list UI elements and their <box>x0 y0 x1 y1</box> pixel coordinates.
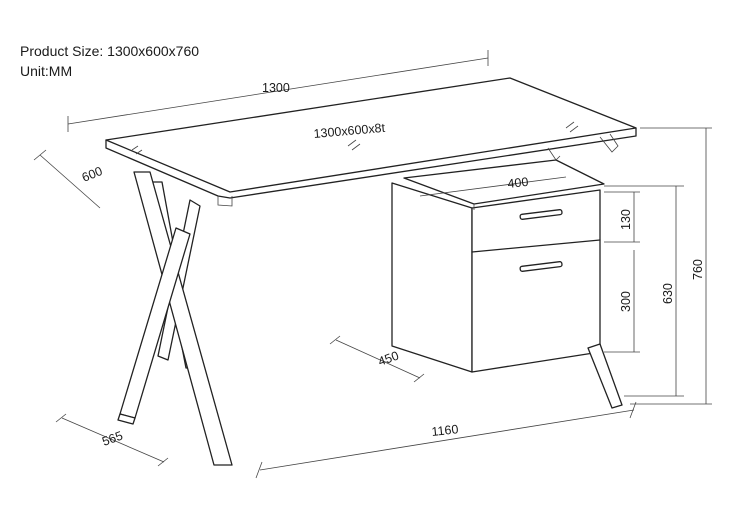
desktop-edge <box>105 127 637 199</box>
base-length-label: 1160 <box>431 422 459 439</box>
top-spec-label: 1300x600x8t <box>313 121 386 141</box>
file-drawer-handle <box>519 261 563 272</box>
total-height-label: 760 <box>691 259 705 280</box>
drawer-handle <box>519 209 563 220</box>
base-depth-label: 565 <box>100 429 124 449</box>
drawer-height-label: 130 <box>619 209 633 230</box>
top-length-label: 1300 <box>262 81 290 95</box>
shelf-width-label: 400 <box>507 175 529 191</box>
cabinet-side <box>391 182 473 373</box>
dimension-labels: 1300 600 1300x600x8t 400 130 300 630 760… <box>80 81 705 449</box>
front-left-leg <box>133 171 233 466</box>
file-drawer-height-label: 300 <box>619 291 633 312</box>
keyboard-shelf <box>403 159 605 205</box>
cabinet-depth-label: 450 <box>376 349 400 369</box>
front-left-foot <box>117 413 136 425</box>
desk-body <box>105 77 637 466</box>
dimension-lines <box>33 50 712 479</box>
cabinet-height-label: 630 <box>661 283 675 304</box>
right-leg <box>587 343 623 409</box>
top-depth-label: 600 <box>80 164 105 185</box>
product-size-text: Product Size: 1300x600x760 <box>20 43 200 59</box>
unit-text: Unit:MM <box>20 63 73 79</box>
drawer-divider <box>471 239 601 253</box>
